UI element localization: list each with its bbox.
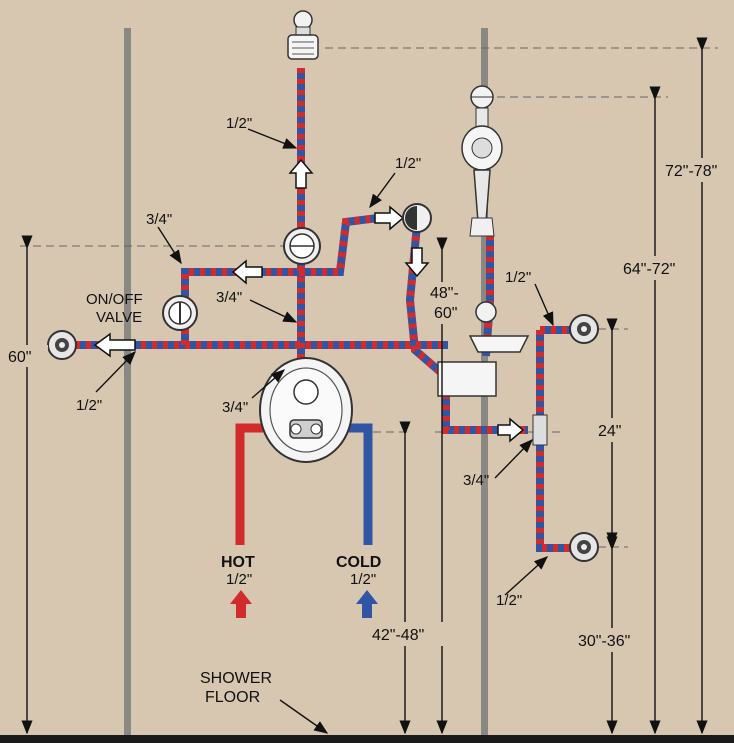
flow-arrow-right-tub xyxy=(374,205,405,231)
dimension-label-backgrounds xyxy=(4,158,732,652)
on-off-valve-label-line1: ON/OFF xyxy=(86,291,143,308)
leader-lines xyxy=(95,128,554,734)
label-body-spray-riser: 1/2" xyxy=(505,269,531,286)
label-trunk: 3/4" xyxy=(216,289,242,306)
flow-arrow-right-spray xyxy=(497,417,525,443)
flow-arrow-left-branch xyxy=(231,259,263,285)
dim-hand-shower-mid-line1: 48"- xyxy=(430,285,459,302)
label-body-spray-bottom: 1/2" xyxy=(496,592,522,609)
label-tub-branch: 1/2" xyxy=(395,155,421,172)
dim-valve-height: 42"-48" xyxy=(372,627,424,644)
dim-body-spray-spacing: 24" xyxy=(598,423,621,440)
diverter-fitting xyxy=(283,227,321,265)
left-outlet xyxy=(47,330,77,360)
shower-floor-label-line1: SHOWER xyxy=(200,670,272,687)
tee-fitting xyxy=(532,414,548,446)
label-valve-outlet: 3/4" xyxy=(222,399,248,416)
label-left-outlet: 1/2" xyxy=(76,397,102,414)
hot-up-arrow xyxy=(230,590,252,618)
hot-label: HOT xyxy=(221,554,255,571)
cold-up-arrow xyxy=(356,590,378,618)
flow-arrow-down-hand xyxy=(404,247,430,278)
dim-lower-spray-height: 30"-36" xyxy=(578,633,630,650)
dim-shower-head-height: 72"-78" xyxy=(665,163,717,180)
tub-connector xyxy=(402,203,432,233)
hand-shower xyxy=(461,85,503,237)
mixing-valve xyxy=(259,357,353,463)
shower-floor-line xyxy=(0,735,734,743)
flow-arrow-up-riser xyxy=(288,158,314,189)
cold-size-label: 1/2" xyxy=(350,571,376,588)
cold-label: COLD xyxy=(336,554,381,571)
upper-body-spray xyxy=(569,314,599,344)
hot-size-label: 1/2" xyxy=(226,571,252,588)
dimension-lines xyxy=(21,37,708,735)
label-top-riser: 1/2" xyxy=(226,115,252,132)
on-off-valve-label-line2: VALVE xyxy=(96,309,142,326)
shower-floor-label-line2: FLOOR xyxy=(205,689,260,706)
on-off-valve xyxy=(162,295,198,331)
dim-hand-shower-mid-line2: 60" xyxy=(434,305,457,322)
flow-arrow-left-outlet xyxy=(93,332,136,358)
flow-arrows xyxy=(93,158,525,443)
dim-left-outlet-height: 60" xyxy=(8,349,31,366)
left-stud xyxy=(124,28,131,743)
dim-hand-shower-height: 64"-72" xyxy=(623,261,675,278)
label-upper-left-branch: 3/4" xyxy=(146,211,172,228)
shower-head xyxy=(287,10,319,60)
label-body-spray-feed: 3/4" xyxy=(463,472,489,489)
lower-body-spray xyxy=(569,532,599,562)
